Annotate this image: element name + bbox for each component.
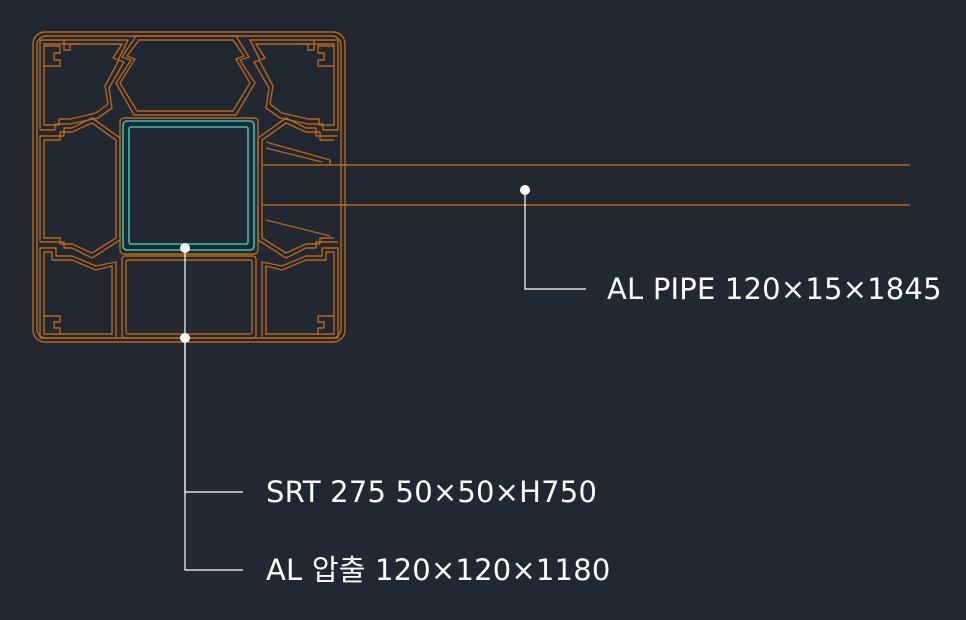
pipe-leader [524, 190, 586, 290]
pipe-callout-label: AL PIPE 120×15×1845 [607, 272, 942, 306]
extrusion-callout-label: AL 압출 120×120×1180 [266, 553, 611, 587]
aluminum-extrusion-profile [32, 31, 346, 343]
leader-lines [184, 190, 586, 571]
steel-square-tube [122, 120, 255, 251]
aluminum-pipe [261, 164, 910, 206]
steel-dot [180, 243, 190, 253]
leader-dots [180, 185, 530, 343]
steel-leader [184, 248, 243, 493]
pipe-dot [520, 185, 530, 195]
steel-callout-label: SRT 275 50×50×H750 [266, 475, 598, 509]
extrusion-leader [184, 338, 243, 571]
extrusion-dot [180, 333, 190, 343]
